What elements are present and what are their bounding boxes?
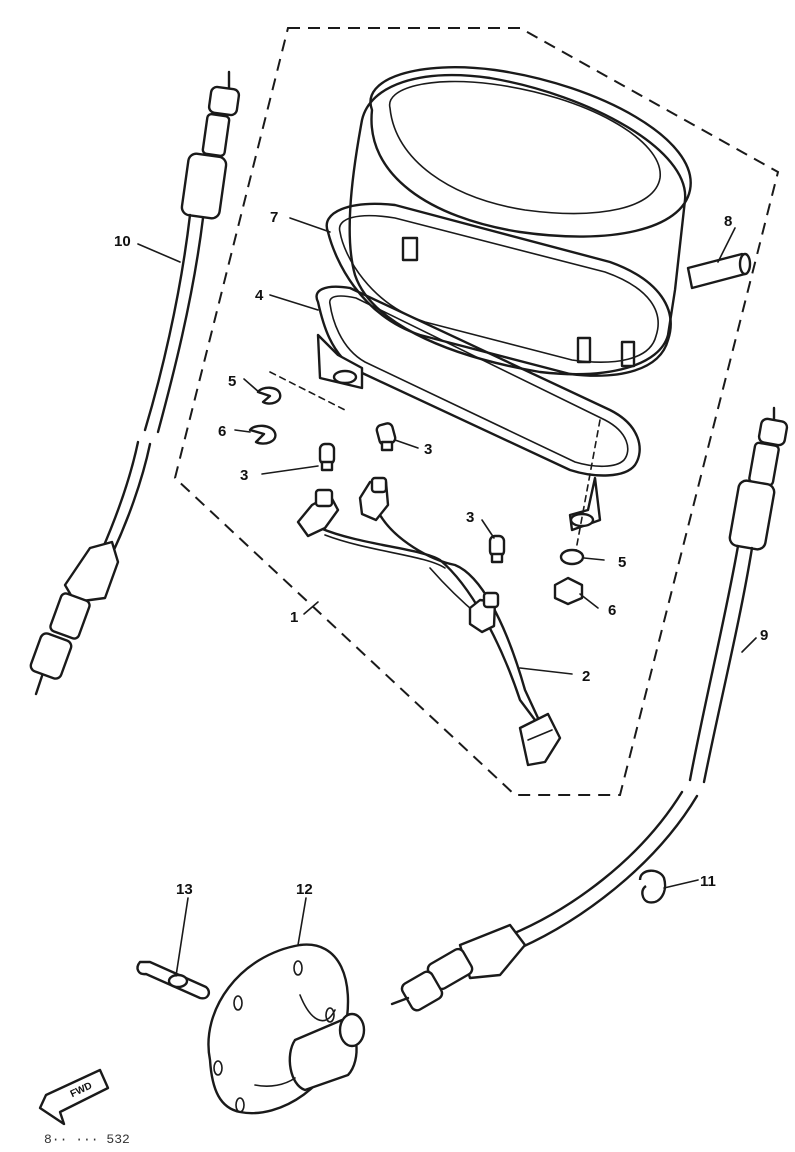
assembly-boundary <box>173 27 780 796</box>
washer-part-5 <box>256 386 282 405</box>
bulb-part-3 <box>375 422 397 452</box>
meter-housing <box>348 66 752 376</box>
washer-part-6 <box>248 424 277 445</box>
wire-harness-part-2 <box>296 476 562 767</box>
mount-stud <box>576 336 592 364</box>
callout-3-upper: 3 <box>424 441 432 458</box>
pin-part-13 <box>136 960 211 1000</box>
callout-7: 7 <box>270 209 278 226</box>
callout-1: 1 <box>290 609 298 626</box>
nut-part-6 <box>553 576 584 606</box>
callout-9: 9 <box>760 627 768 644</box>
cable-part-10 <box>29 70 241 696</box>
callout-4: 4 <box>255 287 264 304</box>
cable-part-9 <box>390 406 789 1012</box>
callout-3-right: 3 <box>466 509 474 526</box>
mount-stud <box>401 236 419 262</box>
drive-gear-part-12 <box>207 943 366 1115</box>
bulb-part-3 <box>488 534 506 564</box>
callout-8: 8 <box>724 213 732 230</box>
callout-6-left: 6 <box>218 423 226 440</box>
reset-knob-part-8 <box>686 252 752 290</box>
callout-5-left: 5 <box>228 373 236 390</box>
leader-lines <box>137 217 757 977</box>
callout-13: 13 <box>176 881 193 898</box>
callout-10: 10 <box>114 233 131 250</box>
mount-stud <box>620 340 636 368</box>
diagram-code: 8·· ··· 532 <box>44 1132 130 1147</box>
callout-3-left: 3 <box>240 467 248 484</box>
callout-2: 2 <box>582 668 590 685</box>
callout-5-right: 5 <box>618 554 626 571</box>
callout-6-right: 6 <box>608 602 616 619</box>
gasket-part-7 <box>325 202 672 377</box>
callout-12: 12 <box>296 881 313 898</box>
fwd-arrow-icon: FWD <box>38 1068 110 1126</box>
bracket-part-4 <box>269 285 641 551</box>
clamp-part-11 <box>638 869 667 904</box>
washer-part-5 <box>559 548 585 566</box>
bulb-part-3 <box>318 442 336 472</box>
callout-11: 11 <box>700 873 716 890</box>
